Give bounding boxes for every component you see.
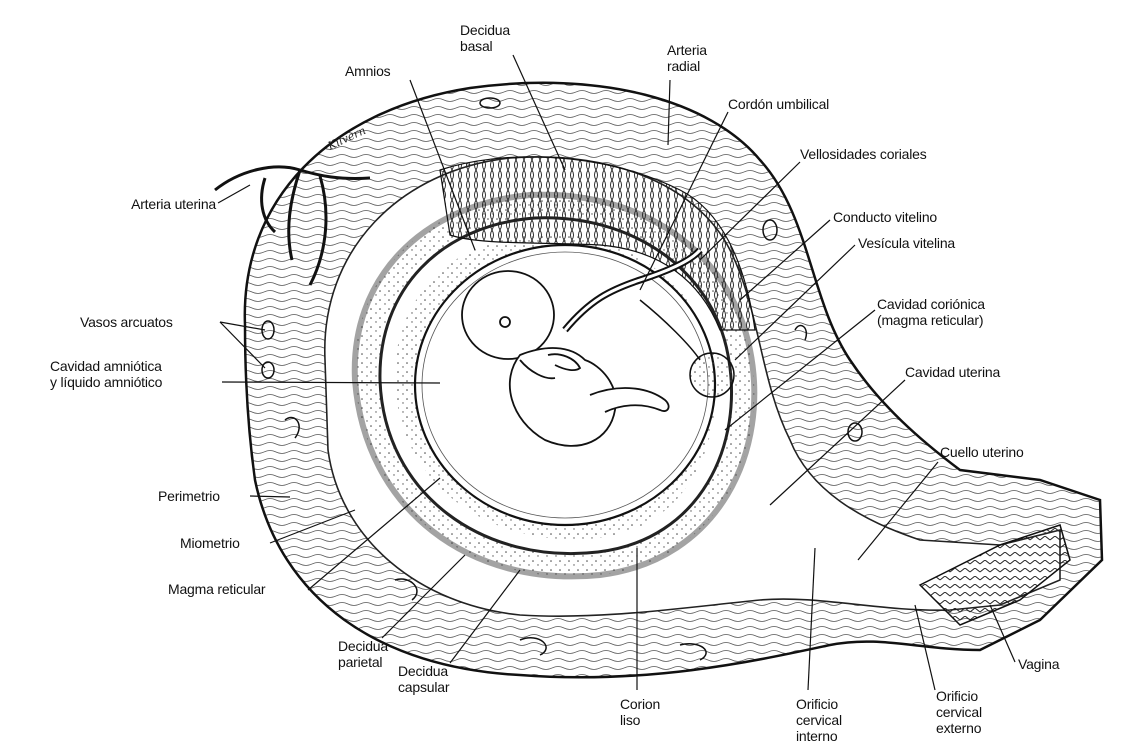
label-cavidad-corionica: Cavidad coriónica (magma reticular) [877, 296, 985, 328]
yolk-sac [690, 353, 734, 397]
label-vellosidades-coriales: Vellosidades coriales [800, 146, 927, 162]
label-cuello-uterino: Cuello uterino [940, 444, 1024, 460]
label-cavidad-uterina: Cavidad uterina [905, 364, 1000, 380]
label-vesicula-vitelina: Vesícula vitelina [858, 235, 955, 251]
label-orificio-cervical-interno: Orificio cervical interno [796, 696, 842, 744]
label-orificio-cervical-externo: Orificio cervical externo [936, 688, 982, 736]
label-vagina: Vagina [1018, 656, 1059, 672]
label-magma-reticular: Magma reticular [168, 581, 265, 597]
label-decidua-capsular: Decidua capsular [398, 663, 449, 695]
label-arteria-radial: Arteria radial [667, 42, 707, 74]
label-vasos-arcuatos: Vasos arcuatos [80, 314, 173, 330]
label-decidua-basal: Decidua basal [460, 22, 510, 54]
label-amnios: Amnios [345, 63, 390, 79]
label-perimetrio: Perimetrio [158, 488, 220, 504]
label-corion-liso: Corion liso [620, 696, 660, 728]
label-cordon-umbilical: Cordón umbilical [728, 96, 829, 112]
label-cavidad-amniotica: Cavidad amniótica y líquido amniótico [50, 358, 162, 390]
label-conducto-vitelino: Conducto vitelino [833, 209, 937, 225]
label-miometrio: Miometrio [180, 535, 240, 551]
label-decidua-parietal: Decidua parietal [338, 638, 388, 670]
label-arteria-uterina: Arteria uterina [80, 196, 216, 212]
